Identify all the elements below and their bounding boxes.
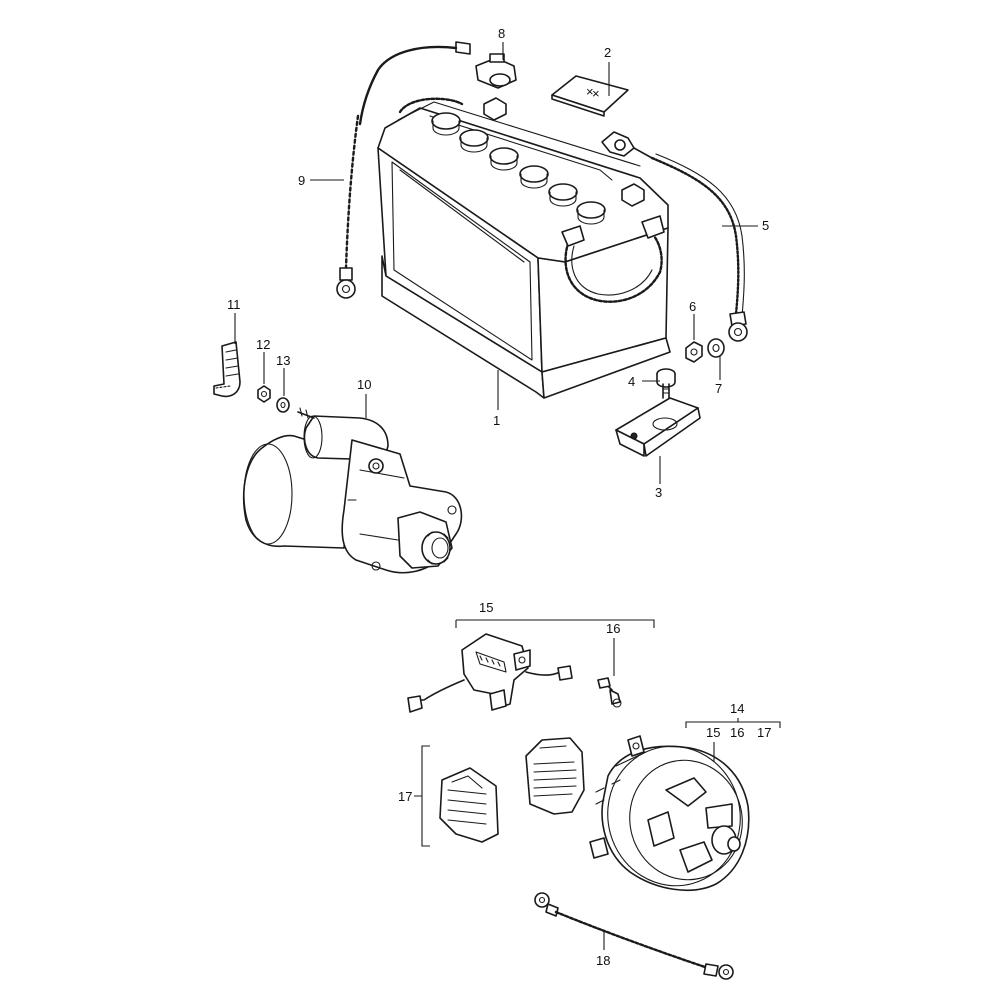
callout-labels: 1 2 3 4 5 6 7 8 9 10 11 12 13 14 15 15 1… xyxy=(227,26,771,968)
callout-4: 4 xyxy=(628,374,635,389)
svg-text:×: × xyxy=(592,86,600,101)
alternator-cable xyxy=(534,892,734,980)
svg-text:×: × xyxy=(586,84,594,99)
callout-1: 1 xyxy=(493,413,500,428)
callout-15-alternator: 15 xyxy=(706,725,720,740)
callout-11: 11 xyxy=(227,297,241,312)
starter-motor xyxy=(242,407,463,574)
rectifier-boards xyxy=(439,737,585,843)
callout-9: 9 xyxy=(298,173,305,188)
terminal-boot xyxy=(213,341,241,398)
negative-terminal-clamp xyxy=(475,53,517,89)
callout-3: 3 xyxy=(655,485,662,500)
callout-13: 13 xyxy=(276,353,290,368)
battery xyxy=(377,97,671,399)
washer xyxy=(707,338,725,358)
nut xyxy=(685,341,703,363)
hex-nut-small xyxy=(257,385,271,403)
leader-lines xyxy=(234,42,781,950)
lock-washer xyxy=(276,397,290,413)
callout-7: 7 xyxy=(715,381,722,396)
terminal-cover: × × xyxy=(551,75,629,117)
callout-15-top: 15 xyxy=(479,600,493,615)
callout-12: 12 xyxy=(256,337,270,352)
callout-8: 8 xyxy=(498,26,505,41)
callout-16-regulator: 16 xyxy=(606,621,620,636)
alternator xyxy=(589,735,750,891)
callout-18: 18 xyxy=(596,953,610,968)
callout-2: 2 xyxy=(604,45,611,60)
callout-16-alternator: 16 xyxy=(730,725,744,740)
cell-caps xyxy=(431,112,606,225)
bolt xyxy=(656,368,676,399)
ground-strap xyxy=(336,41,471,299)
callout-6: 6 xyxy=(689,299,696,314)
callout-14: 14 xyxy=(730,701,744,716)
callout-17-alternator: 17 xyxy=(757,725,771,740)
voltage-regulator-assembly xyxy=(407,633,622,713)
hold-down-bracket xyxy=(615,397,701,457)
callout-5: 5 xyxy=(762,218,769,233)
callout-10: 10 xyxy=(357,377,371,392)
positive-cable xyxy=(601,131,748,342)
callout-17-rectifier: 17 xyxy=(398,789,412,804)
